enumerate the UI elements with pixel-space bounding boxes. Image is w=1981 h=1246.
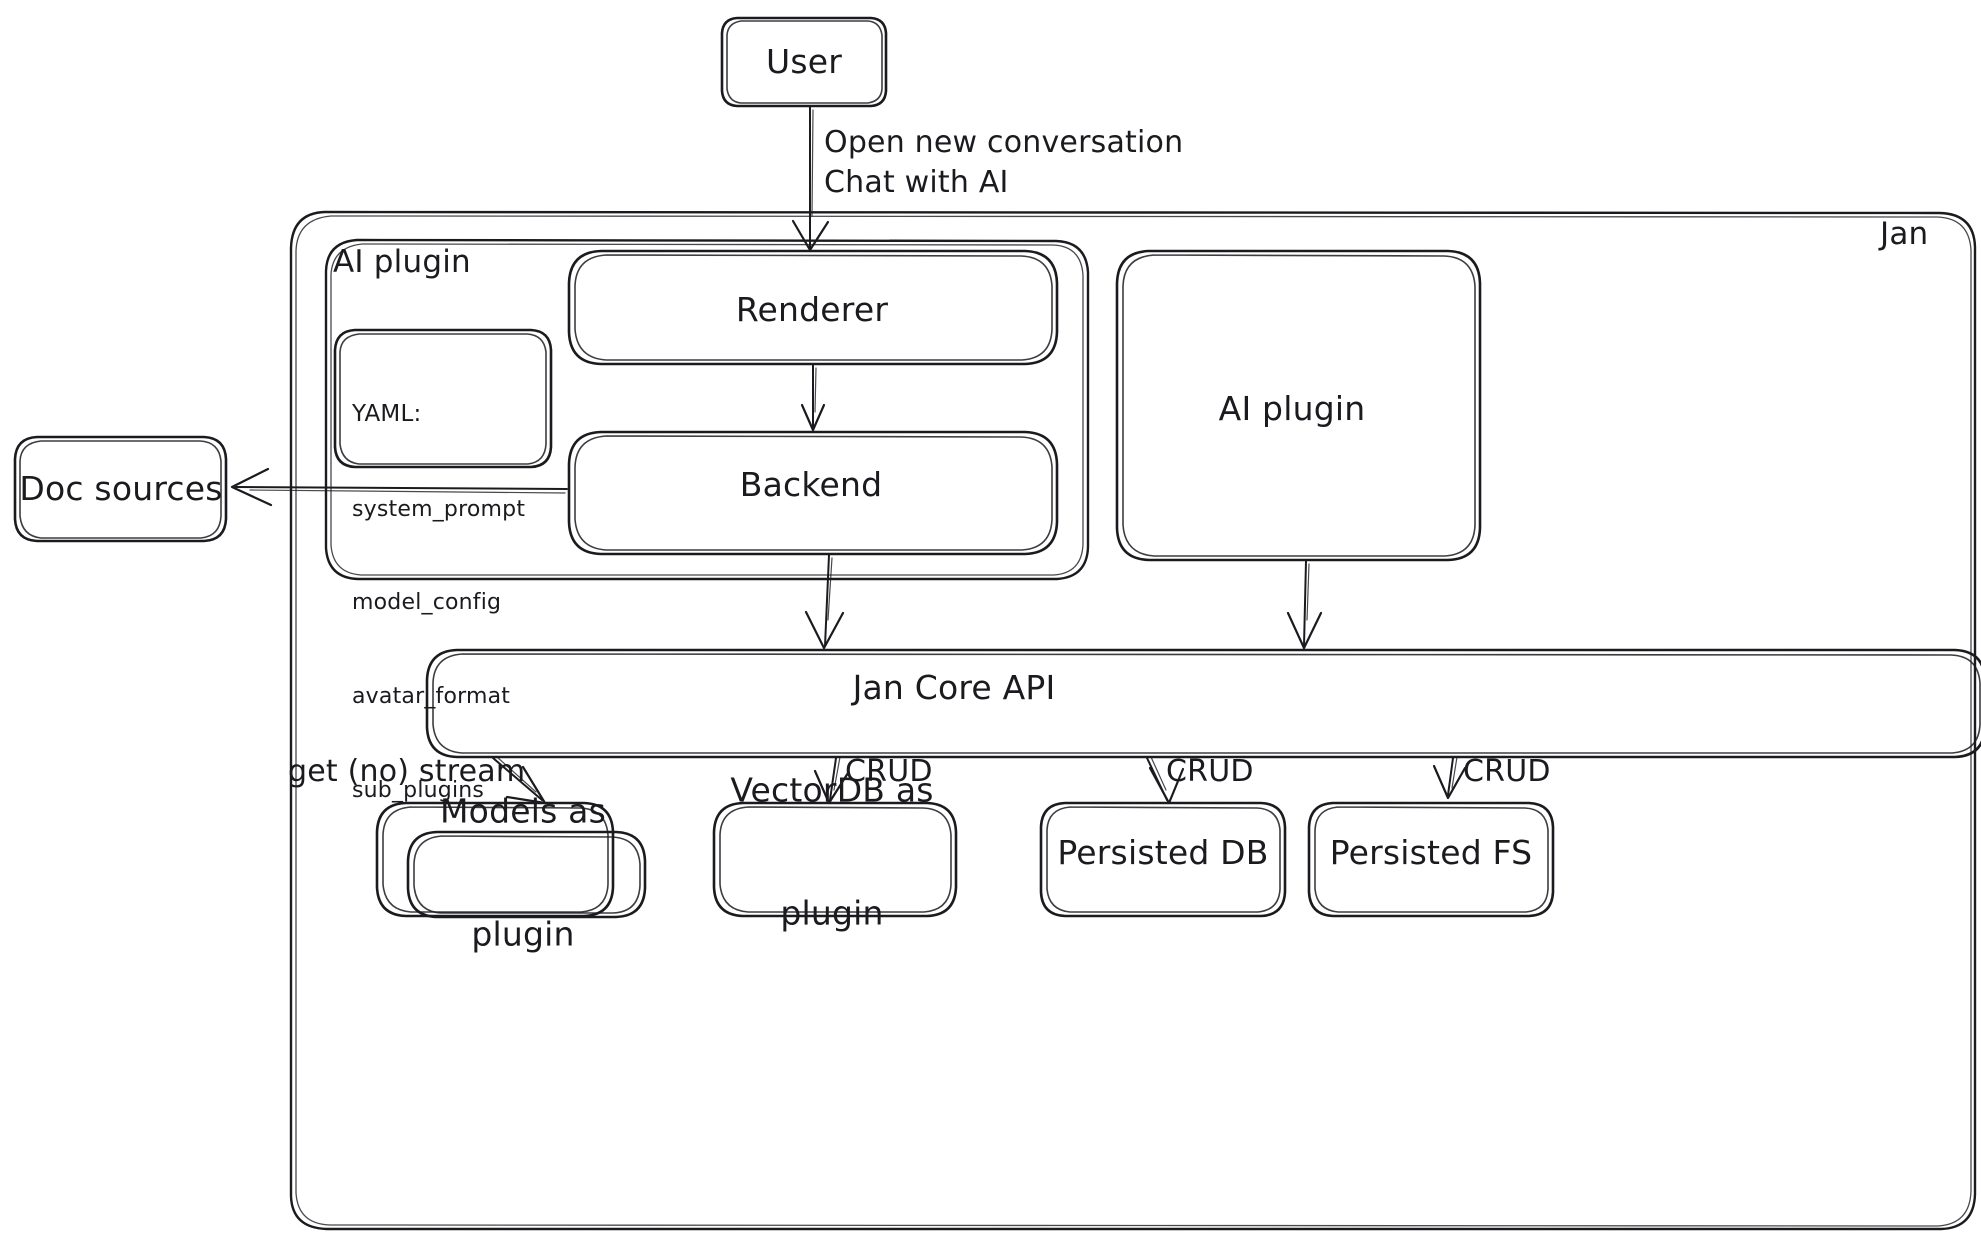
node-ai-plugin-label: AI plugin — [1218, 388, 1366, 428]
yaml-item-sub-plugins: sub_plugins — [352, 777, 485, 803]
container-ai-plugin-group-border — [324, 238, 1090, 581]
edge-backend-to-jan-core-api — [804, 554, 845, 650]
node-doc-sources-label: Doc sources — [19, 468, 223, 508]
node-models-as-plugin-label-line1: Models as — [440, 791, 606, 831]
edge-jan-core-api-to-models — [492, 756, 547, 805]
node-vectordb-as-plugin-label: VectorDB as plugin — [730, 688, 933, 1015]
yaml-item-model-config: model_config — [352, 590, 502, 616]
container-ai-plugin-group-label: AI plugin — [333, 244, 471, 280]
node-renderer-border — [567, 249, 1059, 366]
node-jan-core-api-border — [425, 648, 1981, 759]
edge-label-chat-with-ai: Chat with AI — [824, 165, 1009, 200]
node-persisted-fs-border — [1307, 801, 1555, 918]
node-backend-label: Backend — [739, 464, 883, 504]
node-persisted-db-border — [1039, 801, 1287, 918]
node-models-as-plugin-label-line2: plugin — [471, 913, 575, 953]
node-doc-sources-border — [13, 435, 228, 543]
node-renderer-label: Renderer — [735, 289, 889, 329]
node-backend-border — [567, 430, 1059, 556]
edge-ai-plugin-to-jan-core-api — [1286, 560, 1323, 650]
edge-jan-core-api-to-persisted-db — [1146, 756, 1185, 805]
edge-renderer-to-backend — [800, 364, 826, 432]
edge-label-crud-persisted-db: CRUD — [1166, 754, 1254, 789]
edge-user-to-renderer — [791, 106, 830, 252]
yaml-item-avatar-format: avatar_format — [352, 684, 511, 709]
node-models-as-plugin-border-front — [406, 830, 647, 919]
yaml-item-system-prompt: system_prompt — [352, 496, 526, 522]
edge-label-get-no-stream: get (no) stream — [288, 754, 526, 789]
container-jan-label: Jan — [1880, 216, 1929, 252]
container-jan-border — [289, 210, 1977, 1231]
node-vectordb-as-plugin-border — [712, 801, 958, 918]
node-vectordb-as-plugin-label-line2: plugin — [780, 892, 884, 932]
yaml-config-card-border — [333, 328, 553, 469]
node-persisted-db-label: Persisted DB — [1057, 832, 1269, 872]
edge-label-crud-vectordb: CRUD — [845, 754, 933, 789]
edge-label-crud-persisted-fs: CRUD — [1463, 754, 1551, 789]
edge-jan-core-api-to-vectordb — [813, 756, 850, 805]
edge-jan-core-api-to-persisted-fs — [1432, 756, 1467, 800]
node-jan-core-api-label: Jan Core API — [852, 667, 1056, 707]
node-ai-plugin-border — [1115, 249, 1482, 562]
node-user-label: User — [765, 41, 843, 81]
node-user-border — [720, 16, 888, 108]
yaml-heading: YAML: — [352, 401, 422, 428]
node-vectordb-as-plugin-label-line1: VectorDB as — [730, 770, 934, 810]
edge-backend-to-doc-sources — [230, 467, 568, 507]
edge-label-open-new-conversation: Open new conversation — [824, 125, 1184, 160]
node-models-as-plugin-label: Models as plugin — [440, 709, 606, 1036]
node-persisted-fs-label: Persisted FS — [1329, 832, 1533, 872]
yaml-config-card-text: YAML: system_prompt model_config avatar_… — [352, 336, 525, 868]
